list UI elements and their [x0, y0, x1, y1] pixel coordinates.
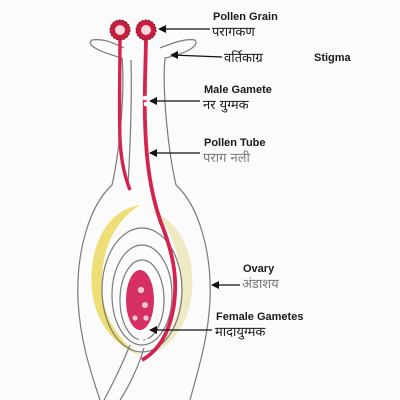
synergid-1 — [132, 315, 138, 321]
arrow-pollen-tube — [149, 149, 157, 157]
pistil-outline — [77, 39, 211, 400]
male-gamete-dot-4 — [144, 338, 150, 344]
label-pollen-grain-en: Pollen Grain — [213, 11, 278, 23]
label-pollen-grain-hi: परागकण — [212, 25, 255, 40]
funiculus-right — [119, 347, 145, 400]
ovule-layer-outer — [101, 227, 183, 353]
integument-yellow — [91, 205, 140, 355]
arrow-pollen-grain — [158, 25, 166, 33]
pollen-grain-right — [135, 19, 157, 41]
male-gamete-dot-2 — [143, 101, 149, 107]
embryo-sac — [126, 270, 154, 330]
synergid-2 — [143, 315, 149, 321]
male-gamete-dot-1 — [142, 95, 148, 101]
egg-cell — [137, 286, 145, 294]
label-male-gamete-en: Male Gamete — [204, 84, 272, 96]
polar-nucleus — [142, 302, 148, 308]
pollen-tube-left — [117, 32, 132, 191]
label-stigma-hi: वर्तिकाग्र — [224, 50, 263, 66]
label-pollen-tube-en: Pollen Tube — [204, 137, 266, 149]
label-male-gamete-hi: नर युग्मक — [203, 98, 250, 113]
arrow-female-gametes — [149, 326, 157, 334]
male-gamete-dot-3 — [138, 337, 144, 343]
arrow-stigma — [170, 51, 178, 59]
pollen-grain-left — [109, 19, 131, 41]
label-ovary-hi: अंडाशय — [242, 277, 279, 292]
label-ovary-en: Ovary — [243, 263, 275, 275]
label-female-gametes-en: Female Gametes — [216, 311, 303, 323]
funiculus — [103, 344, 131, 400]
label-female-gametes-hi: मादायुग्मक — [215, 325, 266, 340]
label-pollen-tube-hi: पराग नली — [203, 150, 251, 166]
style-inner-line — [127, 59, 132, 186]
pointer-stigma — [171, 54, 223, 58]
pollen-tube-right — [141, 33, 178, 362]
label-stigma-en: Stigma — [314, 52, 352, 64]
integument-yellow-right — [150, 210, 193, 355]
arrow-male-gamete — [149, 97, 157, 105]
ovule-layer-middle — [111, 244, 173, 346]
arrow-ovary — [211, 281, 219, 289]
